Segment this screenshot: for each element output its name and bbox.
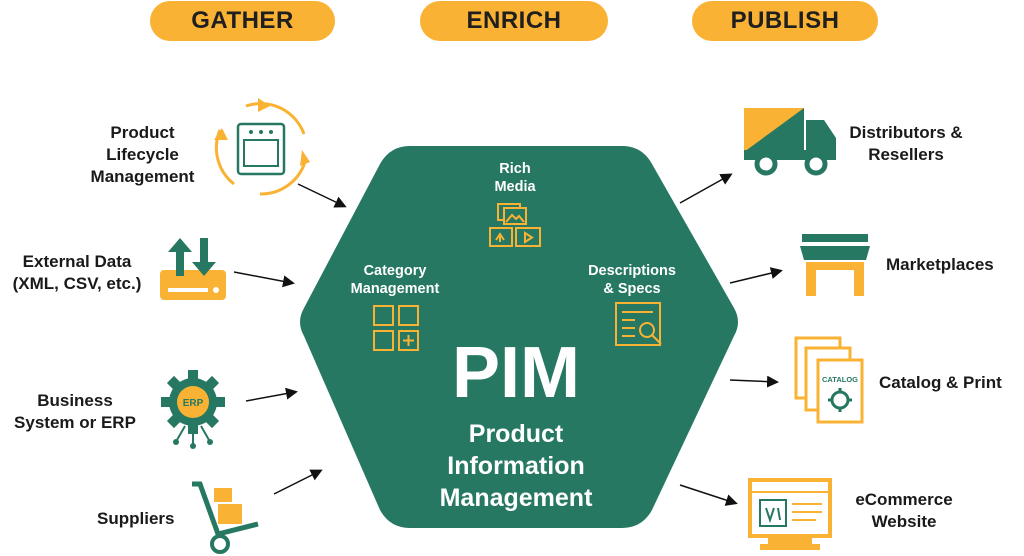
upload-download-icon xyxy=(160,238,226,300)
grid-category-icon xyxy=(373,305,419,351)
catalog-icon-text: CATALOG xyxy=(822,375,858,384)
document-search-icon xyxy=(615,302,662,346)
stage-publish-label: PUBLISH xyxy=(730,7,840,34)
erp-icon-text: ERP xyxy=(183,398,204,409)
hand-truck-icon xyxy=(192,481,259,554)
catalog-pages-icon: CATALOG xyxy=(794,336,864,424)
image-media-icon xyxy=(489,203,541,247)
website-icon xyxy=(748,478,832,550)
stage-enrich-label: ENRICH xyxy=(466,7,562,34)
stage-gather-label: GATHER xyxy=(191,7,294,34)
external-data-label: External Data (XML, CSV, etc.) xyxy=(12,252,142,293)
pim-acronym: PIM xyxy=(451,333,580,413)
descriptions-specs-label: Descriptions & Specs xyxy=(588,263,676,297)
erp-label: Business System or ERP xyxy=(14,391,136,432)
catalog-print-label: Catalog & Print xyxy=(879,373,1002,392)
plm-label: Product Lifecycle Management xyxy=(90,123,195,186)
stage-gather: GATHER xyxy=(150,1,335,41)
suppliers-label: Suppliers xyxy=(97,509,175,528)
stage-publish: PUBLISH xyxy=(692,1,878,41)
rich-media-label: Rich Media xyxy=(494,161,536,195)
stage-enrich: ENRICH xyxy=(420,1,608,41)
delivery-truck-icon xyxy=(744,108,836,176)
category-management-label: Category Management xyxy=(350,263,440,297)
pim-full-name: Product Information Management xyxy=(439,420,593,512)
erp-gear-icon: ERP xyxy=(161,370,225,449)
marketplaces-label: Marketplaces xyxy=(886,255,994,274)
ecommerce-label: eCommerce Website xyxy=(855,490,953,531)
distributors-label: Distributors & Resellers xyxy=(849,123,963,164)
storefront-icon xyxy=(800,234,870,296)
oven-cycle-icon xyxy=(214,98,310,196)
